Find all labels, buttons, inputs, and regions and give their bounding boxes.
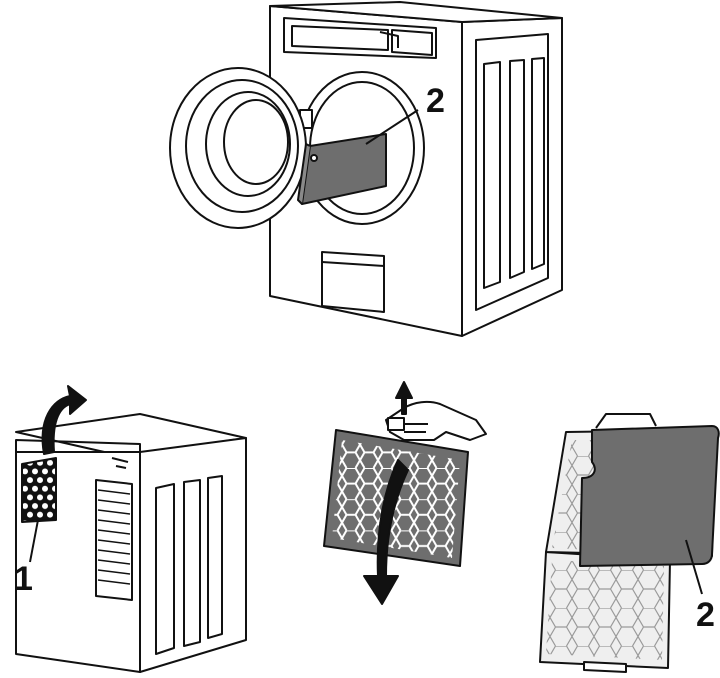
open-door bbox=[170, 68, 306, 228]
filter-drawer-illustration bbox=[540, 414, 719, 672]
callout-label-right: 2 bbox=[696, 596, 715, 634]
dryer-rear-filter-illustration bbox=[16, 386, 246, 672]
cover-filter bbox=[22, 458, 56, 522]
pull-filter-illustration bbox=[324, 382, 486, 604]
dryer-door-open-illustration bbox=[170, 2, 562, 336]
callout-label-left: 1 bbox=[14, 560, 33, 598]
callout-label-top: 2 bbox=[426, 82, 445, 120]
dark-filter-cover bbox=[580, 426, 719, 566]
